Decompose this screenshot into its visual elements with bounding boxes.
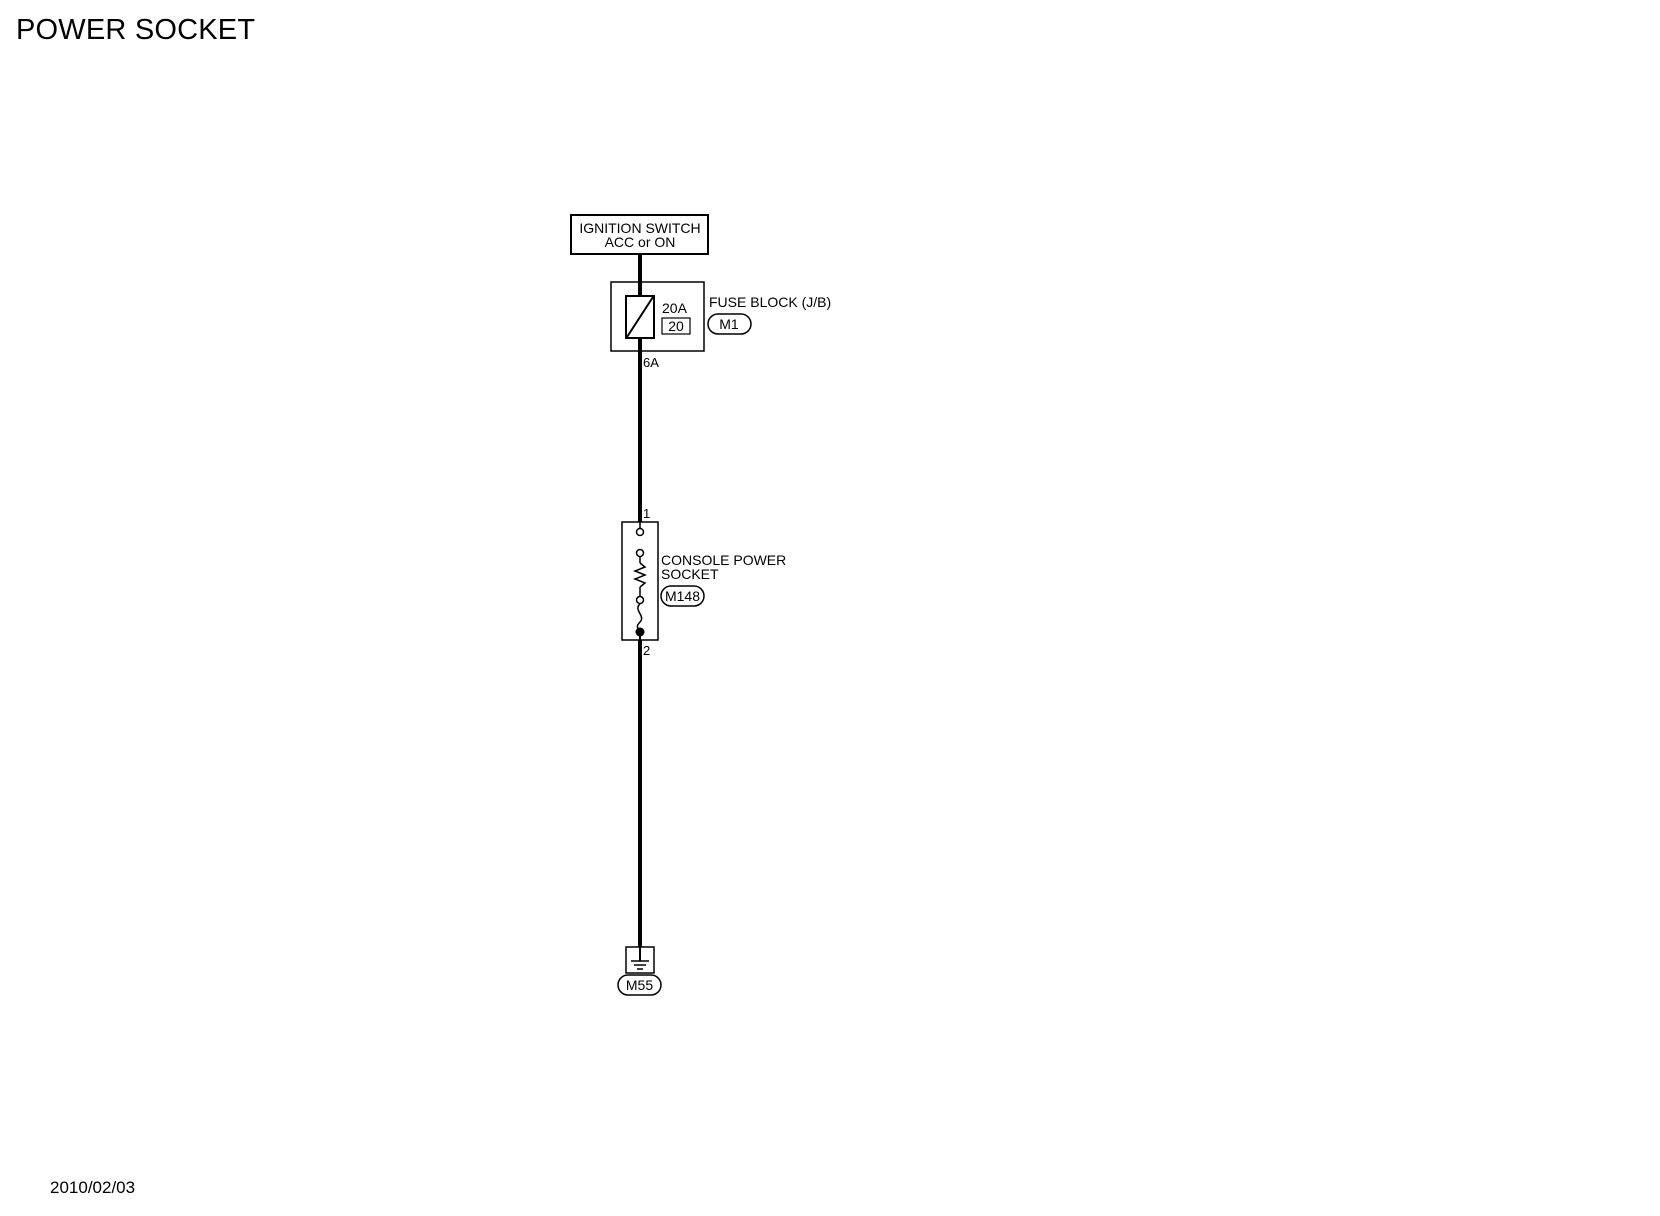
socket-terminal-top (635, 527, 645, 537)
ground-connector: M55 (626, 977, 653, 993)
fuse-number-box (661, 317, 691, 335)
console-power-socket: 1 2 CONSOLE POWER SOCKET M148 (621, 506, 786, 658)
footer-date: 2010/02/03 (50, 1178, 136, 1197)
ignition-switch-label: IGNITION SWITCH (579, 220, 700, 236)
socket-pin-top: 1 (643, 506, 650, 521)
fuse-block: 20A 20 FUSE BLOCK (J/B) M1 6A (610, 281, 831, 370)
socket-label-line1: CONSOLE POWER (661, 552, 786, 568)
fuse-block-connector-tag (707, 313, 752, 335)
socket-heater-icon (632, 557, 648, 597)
socket-label-line2: SOCKET (661, 566, 719, 582)
socket-contact-top (635, 548, 645, 558)
socket-pin-bottom: 2 (643, 643, 650, 658)
ignition-switch-condition: ACC or ON (605, 234, 676, 250)
socket-connector-tag (660, 585, 705, 607)
ground-connector-tag (617, 974, 662, 996)
fuse-block-terminal: 6A (643, 355, 659, 370)
ignition-switch: IGNITION SWITCH ACC or ON (570, 214, 709, 255)
fuse-block-label: FUSE BLOCK (J/B) (709, 294, 831, 310)
fuse-icon (625, 295, 655, 339)
fuse-block-connector: M1 (719, 316, 739, 332)
fuse-number: 20 (668, 318, 684, 334)
page-title: POWER SOCKET (16, 14, 256, 46)
fuse-rating: 20A (662, 300, 688, 316)
ground: M55 (617, 946, 662, 996)
socket-terminal-bottom (635, 627, 645, 637)
socket-contact-bottom (635, 595, 645, 605)
socket-connector: M148 (665, 588, 700, 604)
